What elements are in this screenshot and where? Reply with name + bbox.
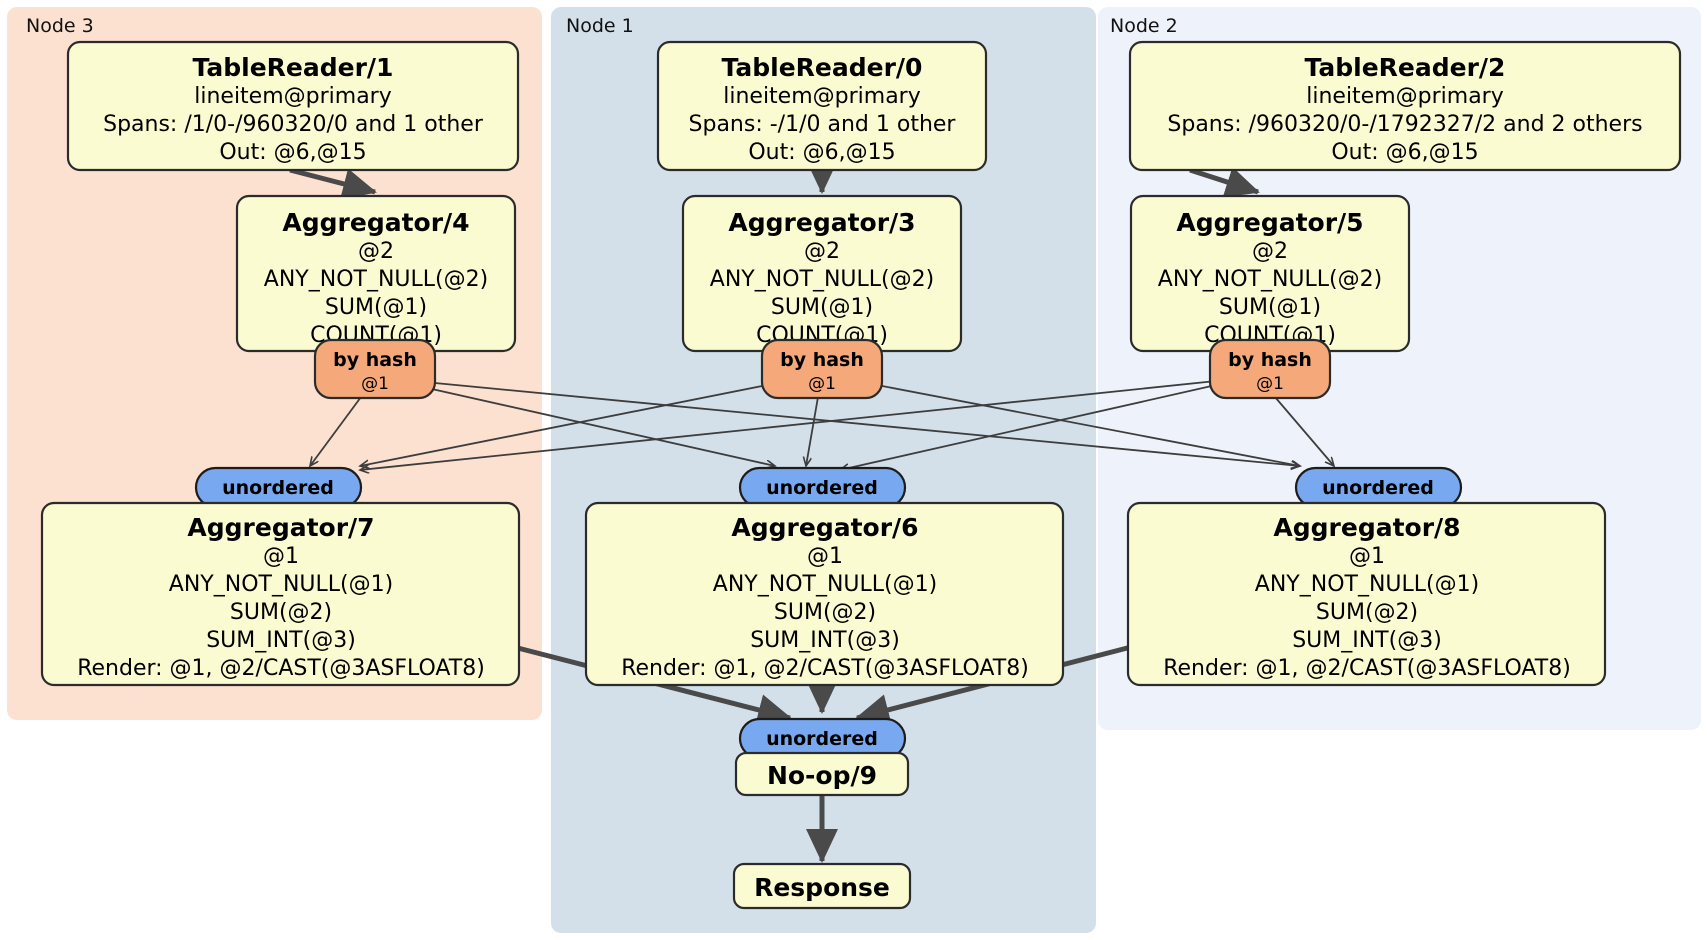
node-label-node1: Node 1 (566, 15, 634, 37)
synchronizer-label: unordered (222, 477, 334, 499)
edge-hash4-unordered8 (413, 380, 1300, 466)
processor-line: ANY_NOT_NULL(@2) (264, 267, 488, 292)
processor-box[interactable] (732, 862, 912, 910)
processor-line: SUM(@2) (774, 600, 876, 625)
processor-line: ANY_NOT_NULL(@2) (710, 267, 934, 292)
processor-tablereader1[interactable]: TableReader/1 lineitem@primary Spans: /1… (66, 40, 520, 172)
node-label-node3: Node 3 (26, 15, 94, 37)
hash-router-column: @1 (1256, 374, 1284, 394)
processor-line: @2 (358, 239, 394, 264)
processor-box[interactable] (656, 40, 988, 172)
processor-box[interactable] (40, 501, 521, 687)
processor-aggregator8[interactable]: Aggregator/8 @1 ANY_NOT_NULL(@1) SUM(@2)… (1126, 501, 1607, 687)
processor-line: SUM(@1) (1219, 295, 1321, 320)
processor-line: lineitem@primary (723, 84, 921, 109)
processor-line: lineitem@primary (1306, 84, 1504, 109)
processor-line: @1 (1349, 544, 1385, 569)
processor-aggregator6[interactable]: Aggregator/6 @1 ANY_NOT_NULL(@1) SUM(@2)… (584, 501, 1065, 687)
synchronizer-unordered6[interactable]: unordered (738, 466, 907, 509)
edge-hash5-unordered6 (840, 384, 1217, 470)
processor-line: Render: @1, @2/CAST(@3ASFLOAT8) (1163, 656, 1571, 681)
synchronizer-label: unordered (1322, 477, 1434, 499)
synchronizer-label: unordered (766, 728, 878, 750)
processor-noop9[interactable]: No-op/9 (734, 751, 910, 797)
processor-line: @1 (263, 544, 299, 569)
processor-line: ANY_NOT_NULL(@1) (713, 572, 937, 597)
processor-line: @2 (1252, 239, 1288, 264)
processor-line: ANY_NOT_NULL(@1) (169, 572, 393, 597)
hash-router-label: by hash (1228, 349, 1312, 371)
node-label-node2: Node 2 (1110, 15, 1178, 37)
processor-box[interactable] (1126, 501, 1607, 687)
processor-title: Response (754, 873, 890, 902)
processor-aggregator7[interactable]: Aggregator/7 @1 ANY_NOT_NULL(@1) SUM(@2)… (40, 501, 521, 687)
hash-router-pill[interactable] (313, 338, 437, 400)
processor-aggregator5[interactable]: Aggregator/5 @2 ANY_NOT_NULL(@2) SUM(@1)… (1129, 194, 1411, 353)
processor-title: TableReader/1 (193, 53, 394, 82)
hash-router-pill[interactable] (1208, 338, 1332, 400)
processor-aggregator3[interactable]: Aggregator/3 @2 ANY_NOT_NULL(@2) SUM(@1)… (681, 194, 963, 353)
processor-line: ANY_NOT_NULL(@1) (1255, 572, 1479, 597)
hash-router-column: @1 (808, 374, 836, 394)
processor-line: SUM_INT(@3) (750, 628, 900, 653)
processor-line: SUM(@1) (771, 295, 873, 320)
hash-router-hash3[interactable]: by hash @1 (760, 338, 884, 400)
hash-router-label: by hash (333, 349, 417, 371)
edge-hash4-unordered6 (413, 384, 775, 466)
processor-line: SUM(@2) (1316, 600, 1418, 625)
hash-router-label: by hash (780, 349, 864, 371)
processor-box[interactable] (734, 751, 910, 797)
processor-title: TableReader/2 (1305, 53, 1506, 82)
processor-line: Out: @6,@15 (748, 140, 895, 165)
processor-box[interactable] (66, 40, 520, 172)
processor-line: Render: @1, @2/CAST(@3ASFLOAT8) (77, 656, 485, 681)
router-edges (310, 380, 1334, 470)
edge-tablereader1-aggregator4 (289, 167, 377, 200)
processor-line: SUM(@2) (230, 600, 332, 625)
edge-hash3-unordered7 (360, 384, 768, 466)
processor-title: Aggregator/5 (1176, 208, 1363, 237)
synchronizer-label: unordered (766, 477, 878, 499)
processor-line: SUM(@1) (325, 295, 427, 320)
processor-line: lineitem@primary (194, 84, 392, 109)
synchronizer-unordered7[interactable]: unordered (194, 466, 363, 509)
edge-hash4-unordered7 (310, 396, 362, 466)
processor-title: TableReader/0 (722, 53, 923, 82)
processor-line: SUM_INT(@3) (206, 628, 356, 653)
processor-line: SUM_INT(@3) (1292, 628, 1442, 653)
processor-aggregator4[interactable]: Aggregator/4 @2 ANY_NOT_NULL(@2) SUM(@1)… (235, 194, 517, 353)
processor-title: Aggregator/7 (187, 513, 374, 542)
edge-hash3-unordered8 (876, 384, 1300, 466)
processor-tablereader0[interactable]: TableReader/0 lineitem@primary Spans: -/… (656, 40, 988, 172)
edge-hash5-unordered9 (1274, 396, 1334, 466)
processor-title: Aggregator/6 (731, 513, 918, 542)
processor-line: Out: @6,@15 (219, 140, 366, 165)
processor-title: No-op/9 (767, 761, 877, 790)
processor-box[interactable] (584, 501, 1065, 687)
processor-line: Spans: -/1/0 and 1 other (689, 112, 957, 137)
edge-hash5-unordered7 (360, 380, 1217, 470)
processor-line: Render: @1, @2/CAST(@3ASFLOAT8) (621, 656, 1029, 681)
processor-title: Aggregator/4 (282, 208, 469, 237)
processor-box[interactable] (1128, 40, 1682, 172)
hash-router-column: @1 (361, 374, 389, 394)
processor-response[interactable]: Response (732, 862, 912, 910)
processor-line: @2 (804, 239, 840, 264)
processor-title: Aggregator/8 (1273, 513, 1460, 542)
processor-line: Spans: /1/0-/960320/0 and 1 other (103, 112, 484, 137)
hash-router-pill[interactable] (760, 338, 884, 400)
synchronizer-unordered8[interactable]: unordered (1294, 466, 1463, 509)
hash-router-hash5[interactable]: by hash @1 (1208, 338, 1332, 400)
processor-line: Spans: /960320/0-/1792327/2 and 2 others (1167, 112, 1642, 137)
processor-line: Out: @6,@15 (1331, 140, 1478, 165)
edge-tablereader2-aggregator5 (1189, 166, 1260, 198)
edge-hash3-unordered6 (806, 396, 819, 466)
hash-router-hash4[interactable]: by hash @1 (313, 338, 437, 400)
processor-line: @1 (807, 544, 843, 569)
processor-title: Aggregator/3 (728, 208, 915, 237)
synchronizer-unordered9[interactable]: unordered (738, 717, 907, 760)
processor-line: ANY_NOT_NULL(@2) (1158, 267, 1382, 292)
processor-tablereader2[interactable]: TableReader/2 lineitem@primary Spans: /9… (1128, 40, 1682, 172)
